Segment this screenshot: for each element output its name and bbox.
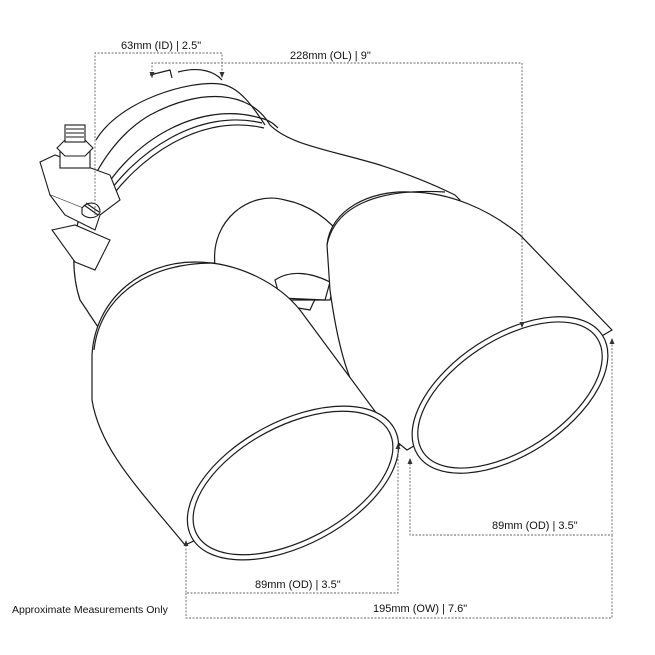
dimension-overall-length: 228mm (OL) | 9" [290, 50, 371, 62]
dimension-left-od: 89mm (OD) | 3.5" [255, 579, 341, 591]
dim-overall-length [151, 62, 523, 325]
dimension-right-od: 89mm (OD) | 3.5" [492, 520, 578, 532]
dim-right-od [409, 342, 613, 536]
clamp-band [95, 82, 266, 141]
dimension-inlet-id: 63mm (ID) | 2.5" [121, 40, 202, 52]
clamp-bolt [39, 124, 121, 271]
dimension-overall-width: 195mm (OW) | 7.6" [373, 603, 468, 615]
dim-left-od [185, 445, 399, 594]
dim-inlet-id [94, 52, 223, 215]
approximate-measurements-note: Approximate Measurements Only [12, 604, 168, 616]
dim-overall-width [185, 535, 613, 619]
